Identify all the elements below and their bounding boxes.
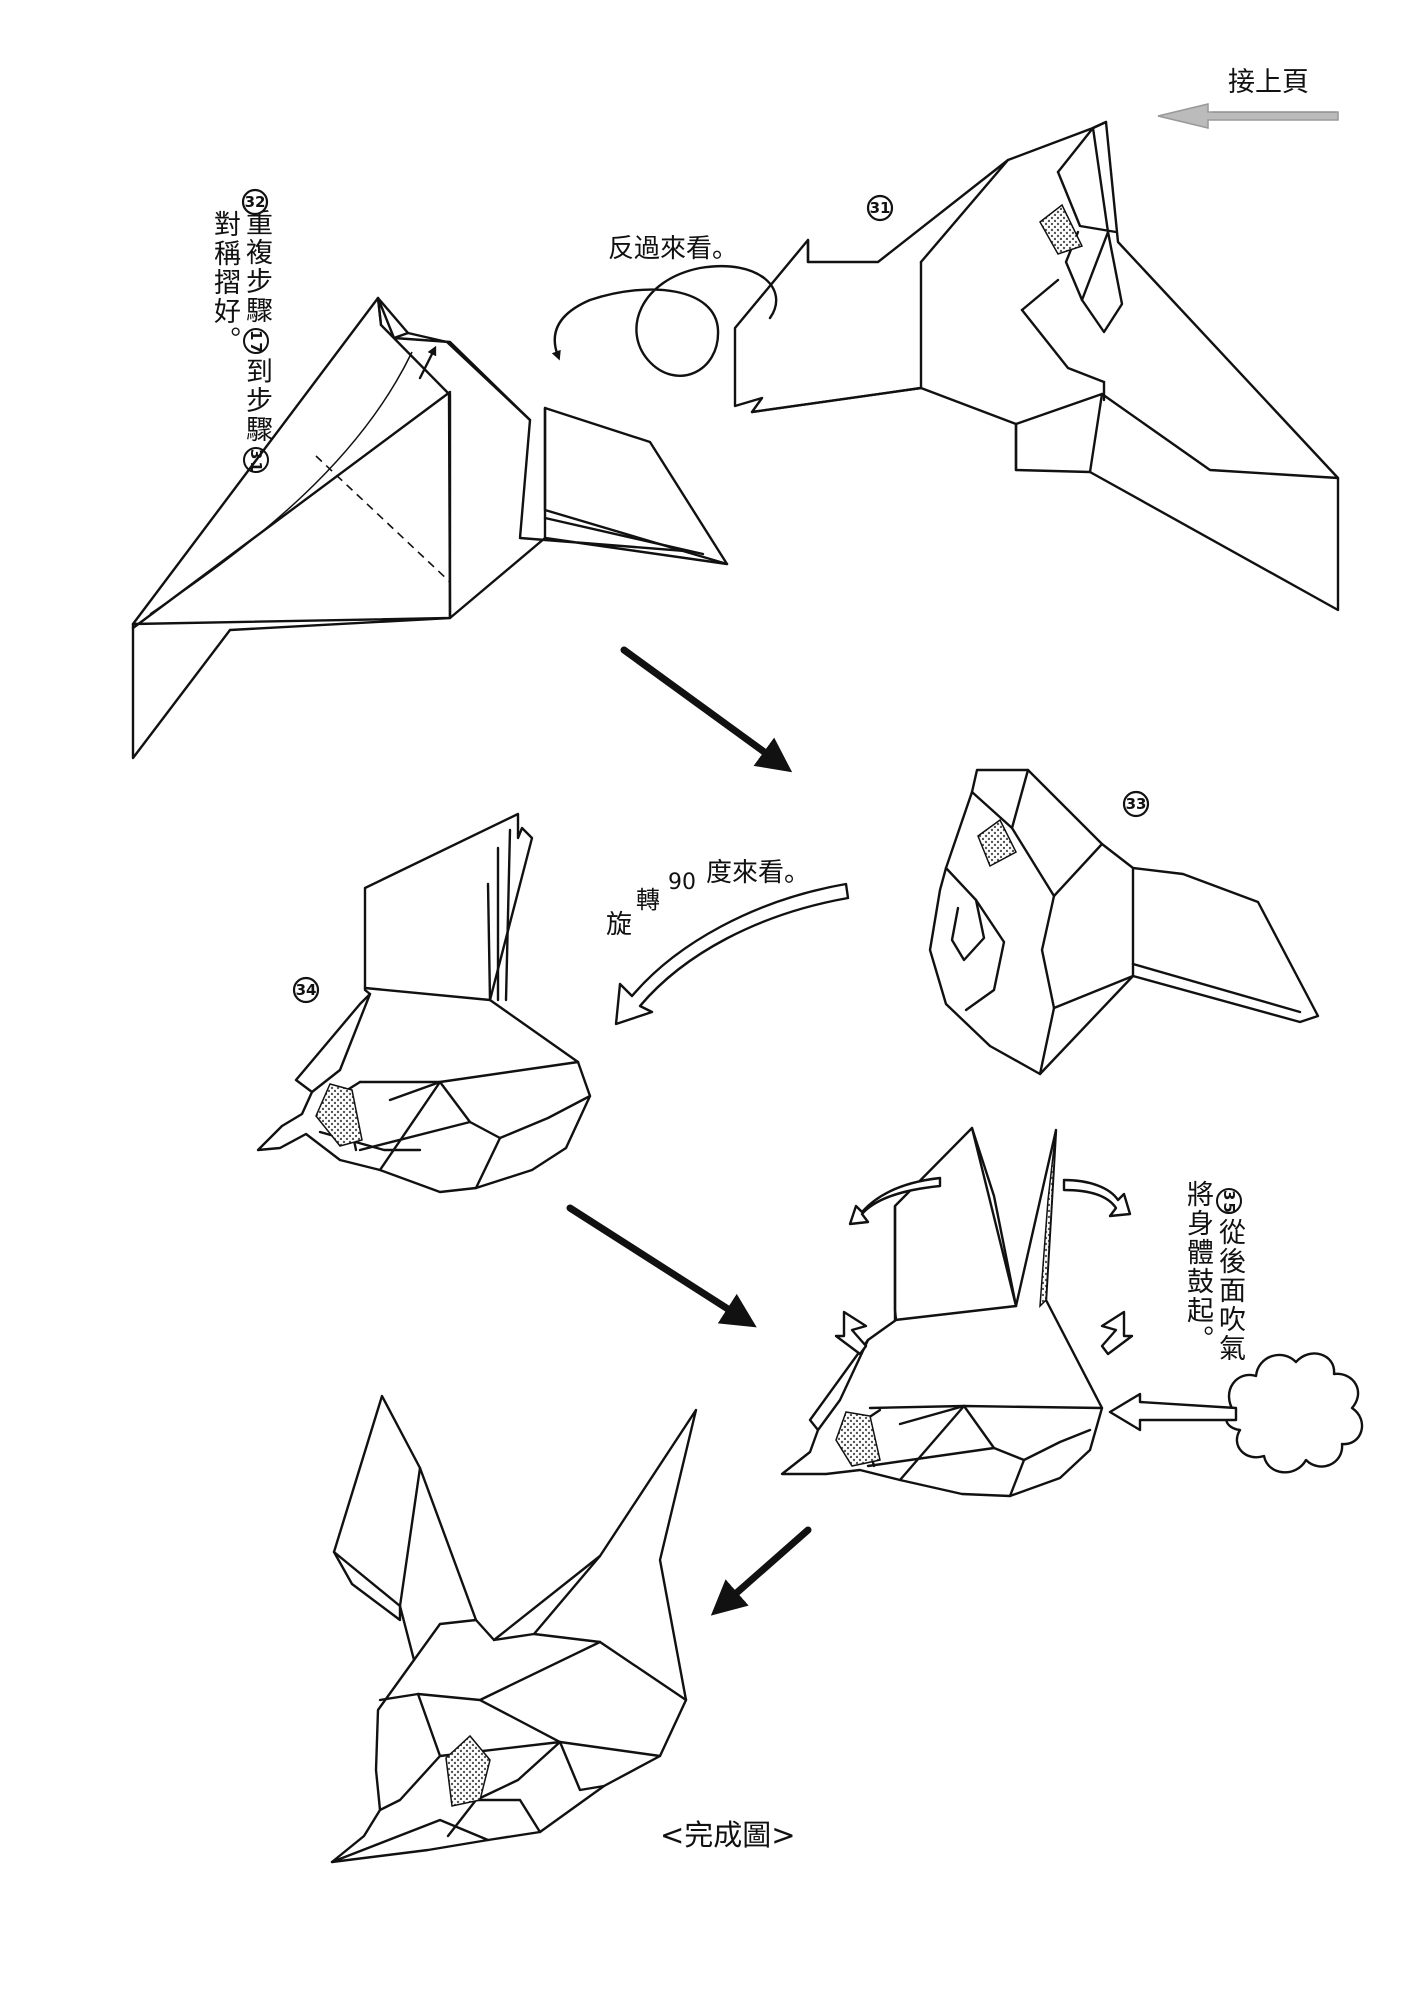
step-32-figure [131, 296, 729, 760]
step-34-number: 34 [296, 981, 317, 999]
step-arrow-icon [620, 646, 793, 773]
step-31-number: 31 [870, 199, 891, 217]
step-32-line1: 重複步驟 [241, 209, 272, 326]
step-32-ref-a: 17 [243, 328, 269, 355]
step-32-number: 32 [245, 193, 266, 211]
rotate-caption-b: 轉 [636, 886, 660, 914]
step-35-figure [780, 1126, 1104, 1498]
step-32-line2: 對稱摺好。 [209, 210, 240, 355]
step-34-figure: 34 [256, 812, 592, 1194]
rotate-caption-c: 90 [668, 870, 696, 895]
step-31-number-badge [866, 194, 894, 222]
step-33-number: 33 [1126, 795, 1147, 813]
flip-arrow-icon [551, 265, 778, 377]
step-35-number: 35 [1216, 1188, 1242, 1215]
step-arrow-icon [566, 1204, 757, 1328]
step-32-number-badge [241, 188, 269, 216]
rotate-arrow-icon [614, 882, 850, 1026]
step-35-line2: 將身體鼓起。 [1182, 1180, 1213, 1354]
finished-caption: <完成圖> [660, 1818, 796, 1852]
step-arrow-icon [710, 1526, 812, 1616]
puff-cloud-icon [1108, 1352, 1364, 1474]
flip-over-caption: 反過來看。 [608, 234, 739, 264]
step-33-figure: 33 [928, 768, 1320, 1076]
step-35-line1-text: 從後面吹氣 [1214, 1218, 1245, 1363]
outward-arrows [834, 1176, 1134, 1356]
arrow-left-icon [1157, 103, 1339, 129]
step-34-number-badge [292, 976, 320, 1004]
step-35-line1: 35 從後面吹氣 [1213, 1188, 1245, 1363]
finished-figure [330, 1394, 698, 1864]
rotate-caption-d: 度來看。 [706, 858, 811, 888]
step-31-figure: 31 [733, 120, 1340, 612]
rotate-caption-a: 旋 [606, 910, 633, 940]
step-33-number-badge [1122, 790, 1150, 818]
step-32-line1b: 到步驟 [241, 357, 272, 445]
continued-label: 接上頁 [1228, 67, 1309, 98]
